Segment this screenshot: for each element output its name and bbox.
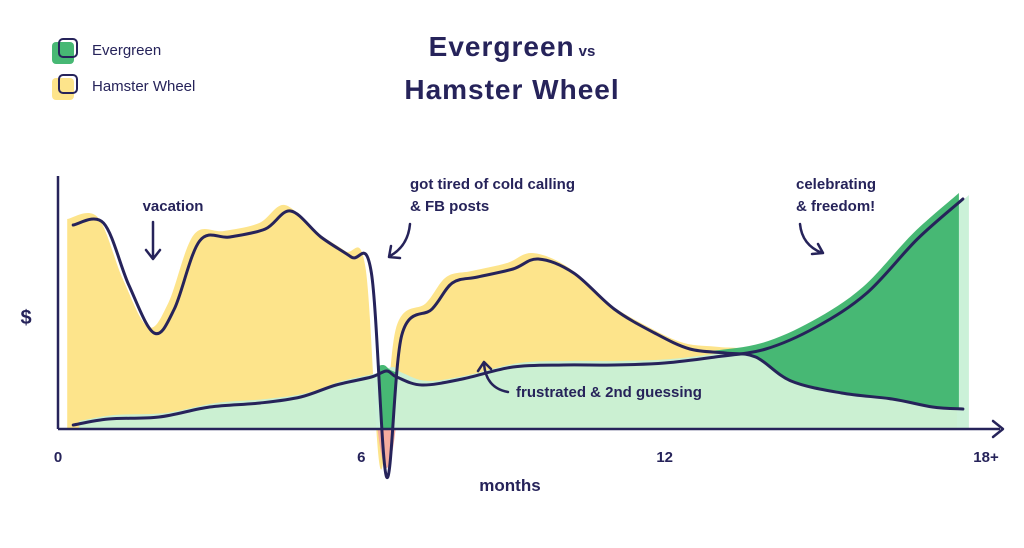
x-tick-label: 12 — [656, 449, 673, 466]
line-evergreen — [71, 197, 965, 427]
axes — [56, 176, 1005, 439]
y-axis-label: $ — [20, 307, 31, 329]
x-axis-label: months — [479, 476, 540, 495]
annotation-cold-calling-line1: got tired of cold calling — [410, 176, 575, 193]
legend-swatch-hamster-wheel — [52, 74, 82, 100]
arrow-vacation-icon — [144, 220, 162, 261]
legend-label-evergreen: Evergreen — [92, 42, 162, 59]
x-tick-label: 0 — [54, 449, 62, 466]
x-tick-label: 18+ — [973, 449, 999, 466]
arrow-frustrated-icon — [476, 360, 510, 394]
line-hamster-wheel — [71, 209, 965, 479]
annotation-celebrating-line1: celebrating — [796, 176, 876, 193]
annotation-vacation: vacation — [143, 198, 204, 215]
arrow-celebrating-icon — [798, 222, 825, 256]
title-main: Evergreen — [428, 31, 575, 62]
x-axis-arrow-icon — [991, 419, 1005, 439]
annotation-celebrating-line2: & freedom! — [796, 198, 875, 215]
arrow-cold-calling-icon — [387, 222, 412, 260]
x-tick-label: 6 — [357, 449, 365, 466]
annotations: vacation got tired of cold calling & FB … — [143, 176, 876, 401]
series-lines — [71, 197, 965, 479]
area-evergreen-light — [79, 195, 969, 429]
x-tick-labels: 0 6 12 18+ — [54, 449, 999, 466]
annotation-frustrated: frustrated & 2nd guessing — [516, 384, 702, 401]
annotation-arrows — [144, 220, 825, 394]
legend-swatch-evergreen — [52, 38, 82, 64]
title-vs: vs — [578, 43, 596, 60]
title-second: Hamster Wheel — [404, 74, 620, 105]
annotation-cold-calling-line2: & FB posts — [410, 198, 489, 215]
legend-label-hamster-wheel: Hamster Wheel — [92, 78, 196, 95]
